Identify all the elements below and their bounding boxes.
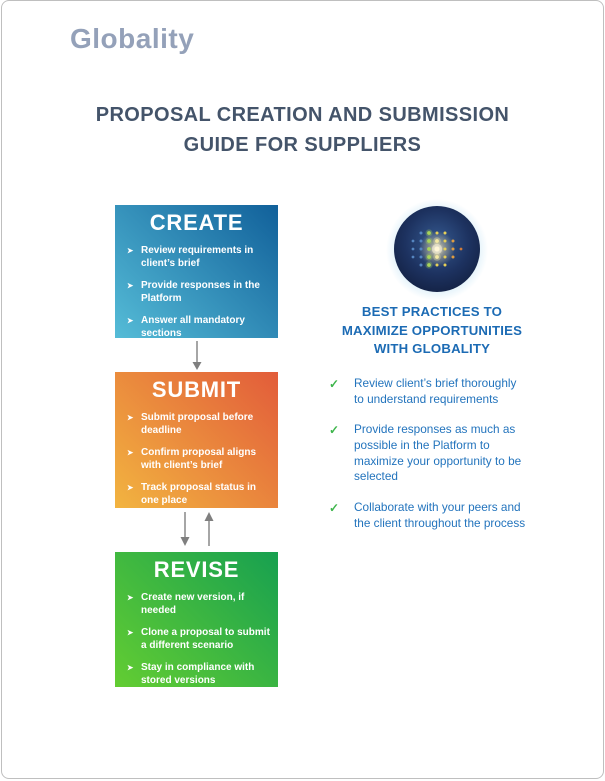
- practice-item: ✓ Review client’s brief thoroughly to un…: [329, 376, 541, 407]
- bullet-text: Confirm proposal aligns with client’s br…: [141, 447, 257, 471]
- bullet-text: Clone a proposal to submit a different s…: [141, 627, 270, 651]
- step-title-revise: REVISE: [153, 557, 240, 582]
- practice-text: Provide responses as much as possible in…: [354, 422, 522, 484]
- flow-connector-1: [115, 340, 278, 371]
- page-title: PROPOSAL CREATION AND SUBMISSION GUIDE F…: [2, 100, 603, 160]
- arrowhead-bullet-icon: ➤: [127, 592, 134, 602]
- arrowhead-bullet-icon: ➤: [127, 412, 134, 422]
- step-title-create: CREATE: [149, 210, 244, 235]
- ai-sphere-image: [378, 199, 496, 308]
- best-practices-heading-line1: BEST PRACTICES TO: [361, 304, 503, 319]
- bullet-item: ➤ Review requirements in client’s brief: [127, 244, 274, 270]
- practice-text: Collaborate with your peers and the clie…: [354, 500, 526, 530]
- bullet-item: ➤ Clone a proposal to submit a different…: [127, 626, 274, 652]
- practice-item: ✓ Provide responses as much as possible …: [329, 422, 541, 485]
- arrowhead-bullet-icon: ➤: [127, 627, 134, 637]
- best-practices-heading-line2: MAXIMIZE OPPORTUNITIES: [341, 322, 523, 338]
- up-arrow-icon: [204, 512, 213, 546]
- bullet-item: ➤ Submit proposal before deadline: [127, 411, 274, 437]
- check-icon: ✓: [329, 377, 340, 391]
- arrowhead-bullet-icon: ➤: [127, 315, 134, 325]
- step-box-revise: REVISE ➤ Create new version, if needed ➤…: [115, 552, 278, 687]
- down-arrow-icon: [192, 341, 201, 370]
- step-box-submit: SUBMIT ➤ Submit proposal before deadline…: [115, 372, 278, 508]
- bullet-text: Submit proposal before deadline: [141, 412, 254, 436]
- best-practices-heading: BEST PRACTICES TO MAXIMIZE OPPORTUNITIES…: [317, 303, 547, 359]
- step-title-submit: SUBMIT: [151, 377, 242, 402]
- page-title-line1: PROPOSAL CREATION AND SUBMISSION: [95, 104, 510, 126]
- globality-logo: Globality: [70, 23, 195, 54]
- step-bullet-list-submit: ➤ Submit proposal before deadline ➤ Conf…: [115, 403, 278, 507]
- flow-connector-2: [115, 510, 278, 548]
- practice-item: ✓ Collaborate with your peers and the cl…: [329, 500, 541, 531]
- ai-sphere-graphic: [386, 199, 488, 301]
- bullet-text: Provide responses in the Platform: [141, 280, 260, 304]
- check-icon: ✓: [329, 501, 340, 516]
- down-arrow-icon: [180, 512, 189, 546]
- arrowhead-bullet-icon: ➤: [127, 482, 134, 492]
- bullet-text: Stay in compliance with stored versions: [141, 662, 255, 686]
- arrowhead-bullet-icon: ➤: [127, 447, 134, 457]
- bullet-item: ➤ Answer all mandatory sections: [127, 314, 274, 340]
- arrowhead-bullet-icon: ➤: [127, 245, 134, 255]
- step-bullet-list-create: ➤ Review requirements in client’s brief …: [115, 236, 278, 340]
- best-practices-heading-line3: WITH GLOBALITY: [373, 341, 491, 357]
- bullet-text: Answer all mandatory sections: [141, 315, 245, 339]
- bullet-item: ➤ Create new version, if needed: [127, 591, 274, 617]
- bullet-item: ➤ Confirm proposal aligns with client’s …: [127, 446, 274, 472]
- step-box-create: CREATE ➤ Review requirements in client’s…: [115, 205, 278, 340]
- bullet-text: Track proposal status in one place: [141, 482, 257, 506]
- bullet-item: ➤ Provide responses in the Platform: [127, 279, 274, 305]
- practice-text: Review client’s brief thoroughly to unde…: [354, 376, 517, 406]
- best-practices-list: ✓ Review client’s brief thoroughly to un…: [329, 376, 541, 532]
- step-bullet-list-revise: ➤ Create new version, if needed ➤ Clone …: [115, 583, 278, 687]
- bullet-item: ➤ Track proposal status in one place: [127, 481, 274, 507]
- bullet-item: ➤ Stay in compliance with stored version…: [127, 661, 274, 687]
- check-icon: ✓: [329, 423, 340, 438]
- bullet-text: Create new version, if needed: [141, 592, 245, 616]
- page-title-line2: GUIDE FOR SUPPLIERS: [183, 134, 422, 156]
- arrowhead-bullet-icon: ➤: [127, 662, 134, 672]
- bullet-text: Review requirements in client’s brief: [141, 245, 254, 269]
- arrowhead-bullet-icon: ➤: [127, 280, 134, 290]
